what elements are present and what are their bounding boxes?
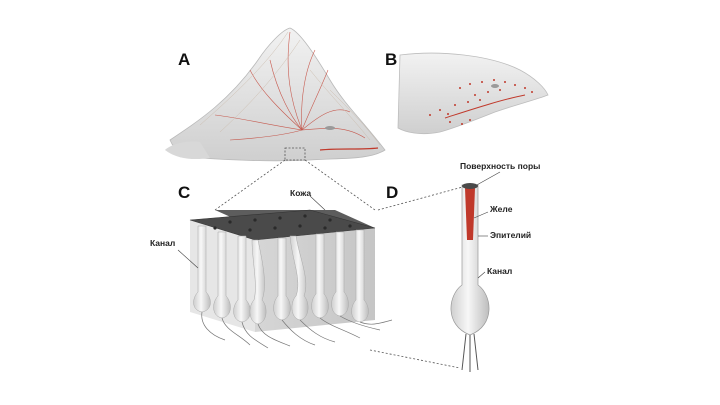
panel-a-shark-head	[165, 27, 386, 162]
label-canal-c: Канал	[150, 238, 175, 248]
panel-label-a: A	[178, 50, 190, 69]
label-canal-d: Канал	[487, 266, 512, 276]
panel-c-tissue-block	[189, 209, 393, 349]
panel-b-shark-snout	[397, 52, 549, 135]
leader-lines	[177, 171, 501, 279]
panel-label-b: B	[385, 50, 397, 69]
zoom-lines	[214, 159, 471, 369]
panel-d-ampulla	[450, 183, 490, 372]
panel-label-c: C	[178, 183, 190, 202]
panel-label-d: D	[386, 183, 398, 202]
label-jelly: Желе	[489, 204, 513, 214]
label-pore-surface: Поверхность поры	[460, 161, 540, 171]
label-skin: Кожа	[290, 188, 311, 198]
label-epithelium: Эпителий	[490, 230, 531, 240]
